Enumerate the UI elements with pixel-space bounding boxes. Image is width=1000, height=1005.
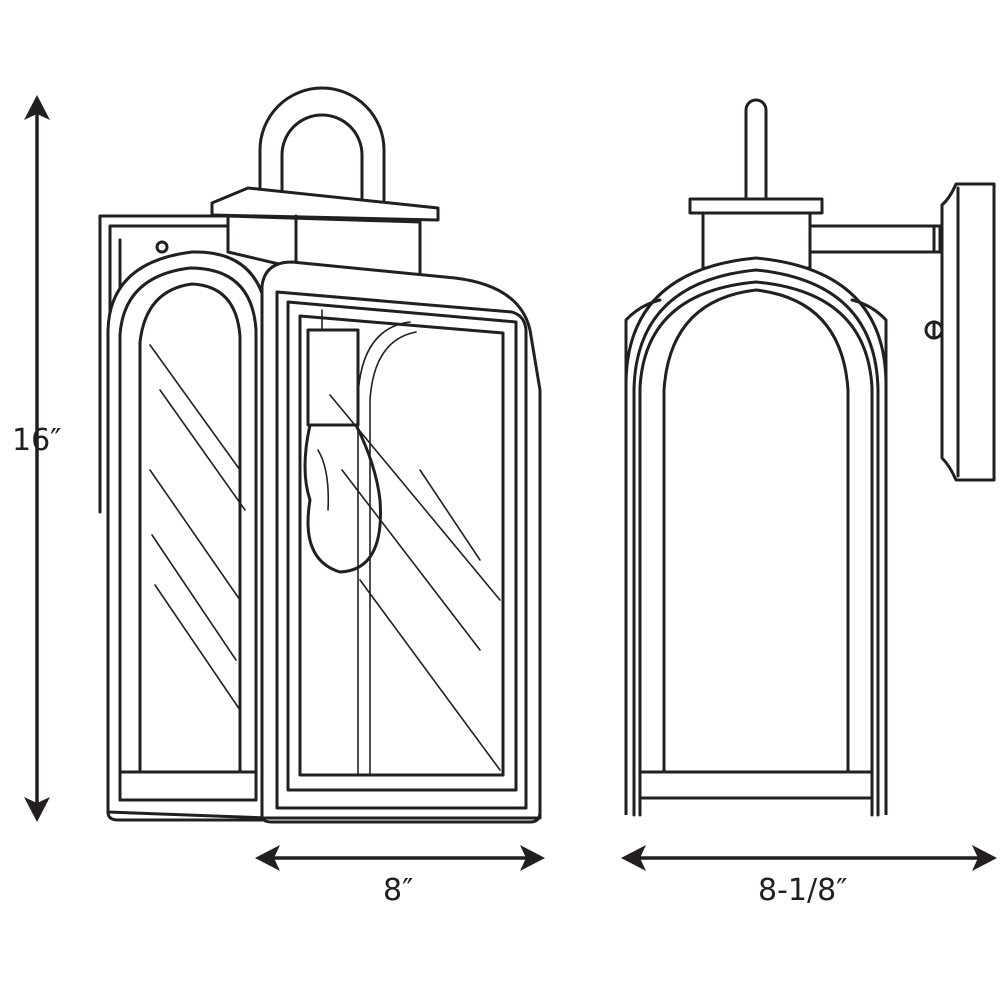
side-width-label: 8-1/8″: [758, 873, 848, 908]
side-width-dimension-arrow: [621, 845, 997, 871]
lantern-side-view: [624, 98, 996, 817]
front-width-label: 8″: [383, 873, 414, 908]
lantern-front-view: [98, 86, 542, 824]
height-dimension-arrow: [24, 95, 50, 822]
height-label: 16″: [12, 423, 62, 458]
front-width-dimension-arrow: [255, 845, 545, 871]
